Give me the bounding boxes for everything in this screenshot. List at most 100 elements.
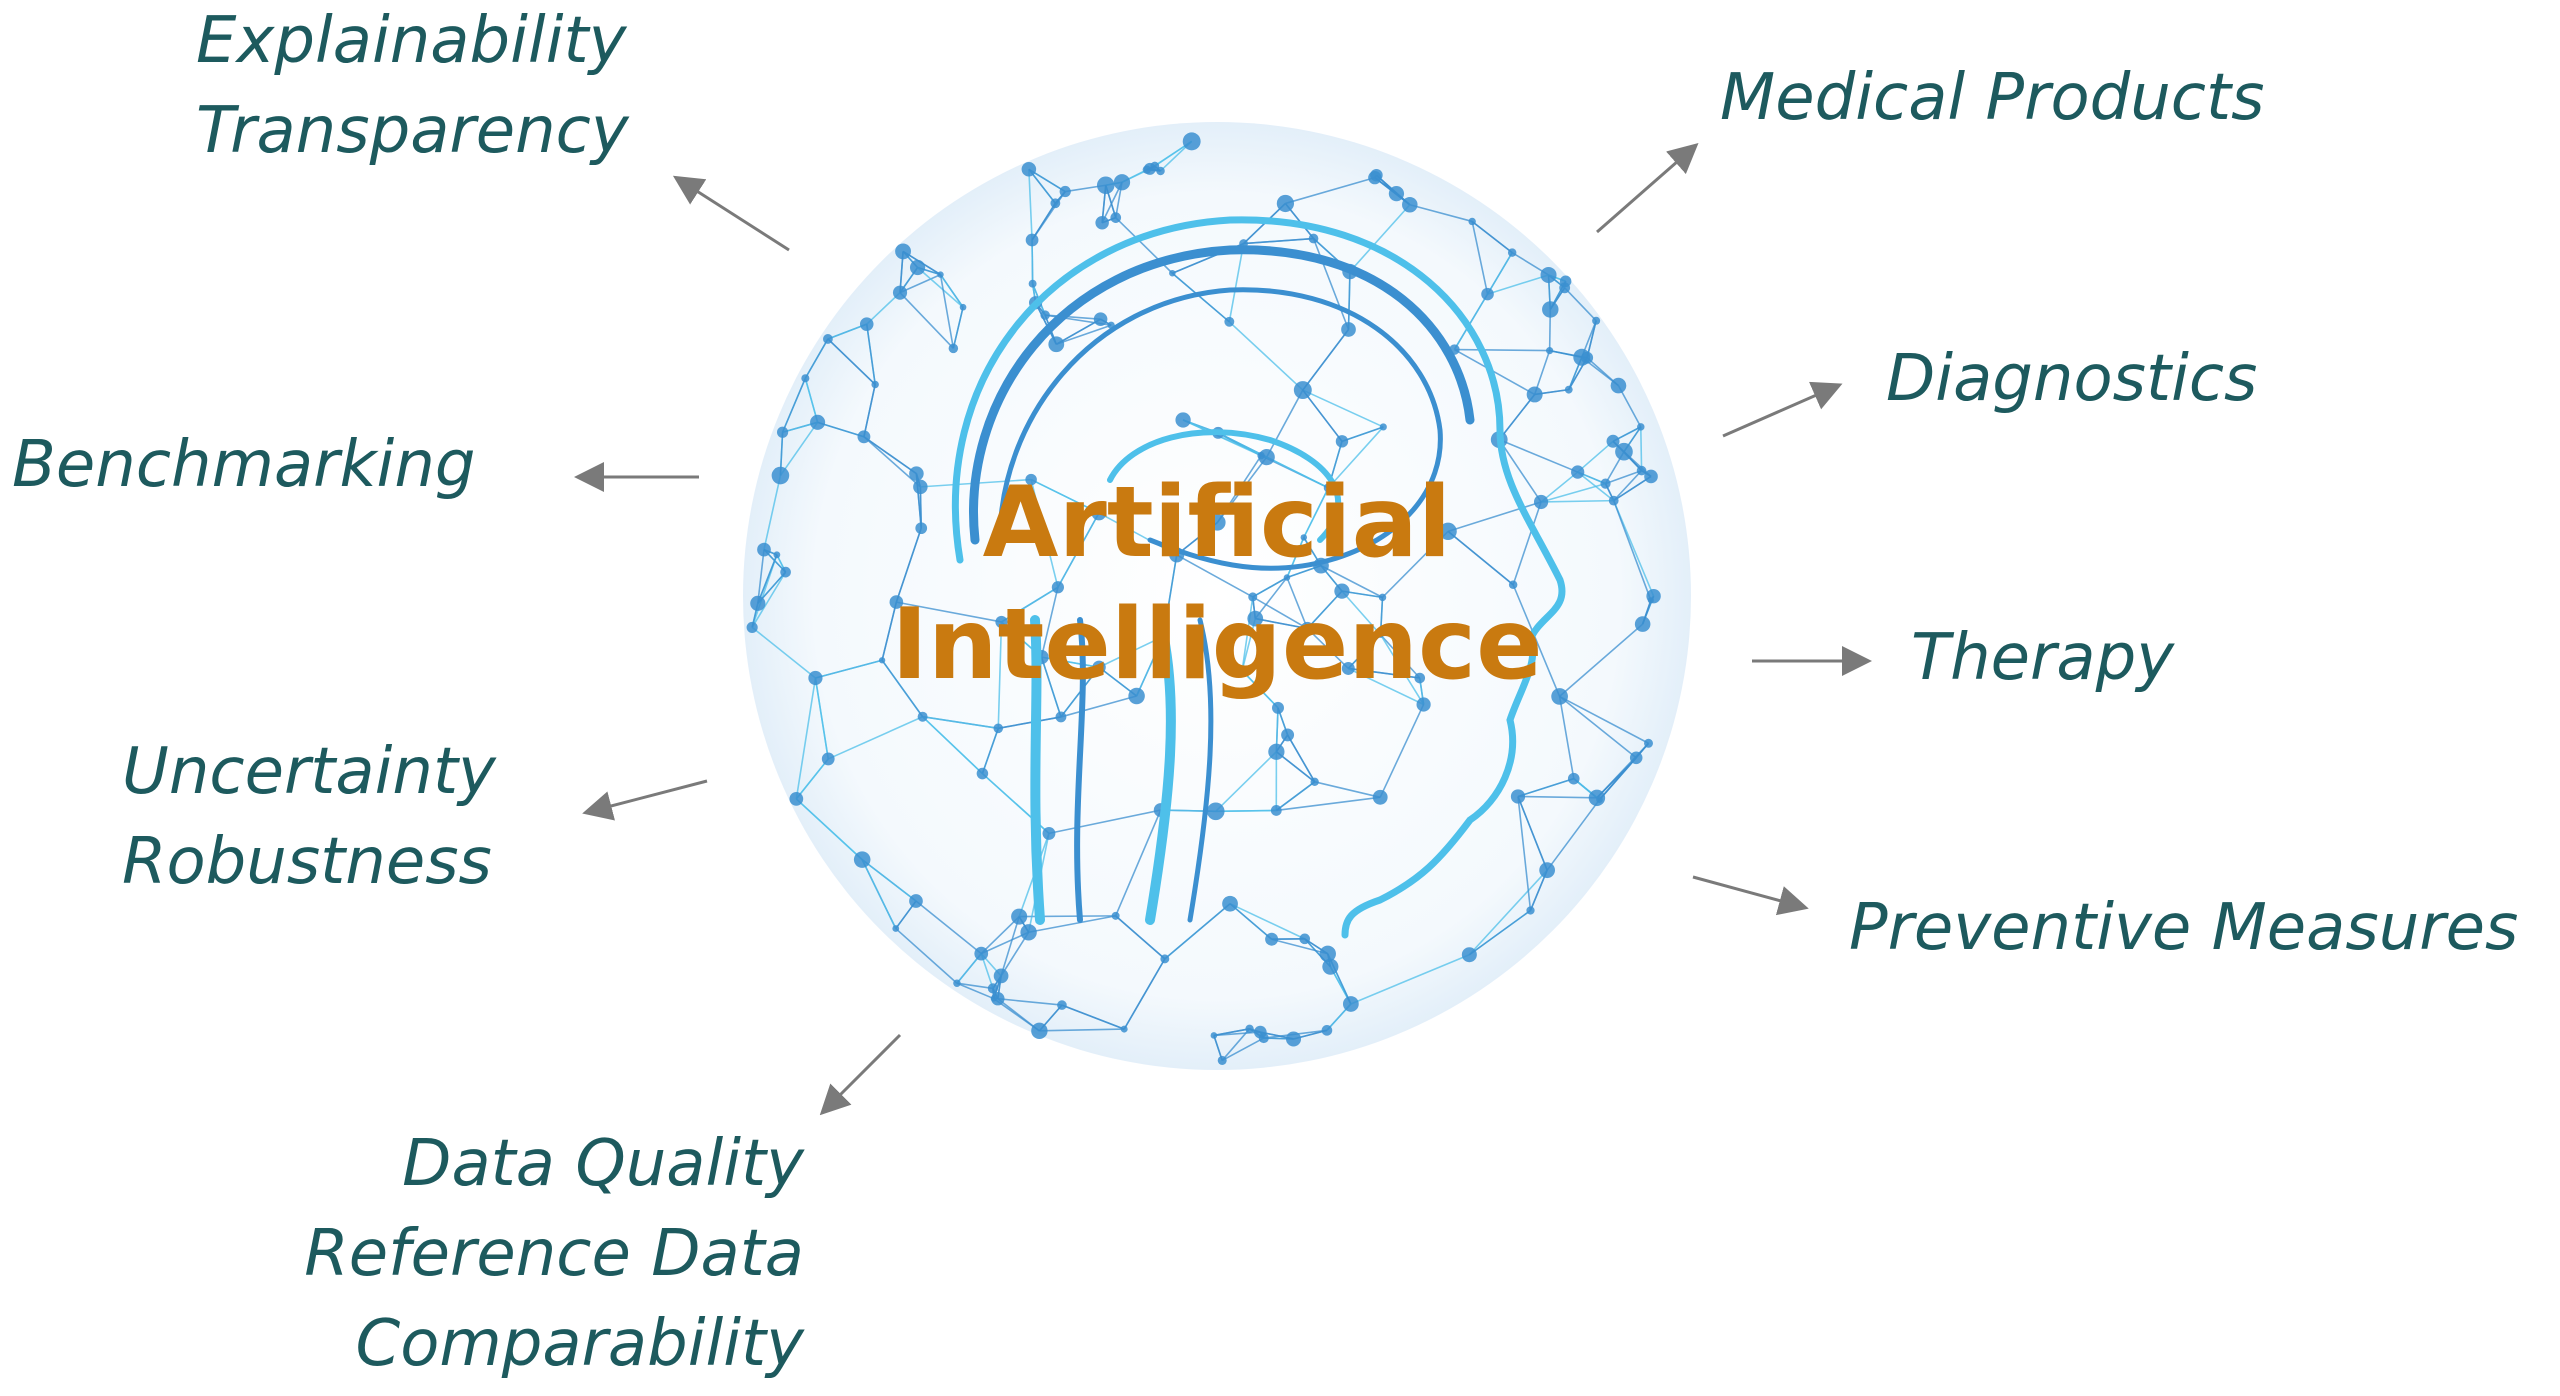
network-node — [1321, 1025, 1333, 1036]
network-node — [776, 426, 789, 438]
label-uncertainty: Uncertainty Robustness — [122, 727, 496, 907]
network-node — [1111, 911, 1120, 920]
network-node — [878, 657, 886, 664]
network-node — [1615, 442, 1633, 461]
network-node — [1542, 301, 1559, 318]
network-link — [1056, 324, 1112, 346]
network-link — [1123, 958, 1166, 1030]
network-link — [861, 858, 917, 902]
network-node — [857, 430, 871, 444]
arrow-medical-products — [1596, 143, 1699, 234]
network-link — [1302, 329, 1350, 391]
label-preventive-measures: Preventive Measures — [1849, 891, 2519, 965]
network-node — [1546, 347, 1554, 355]
network-link — [1486, 252, 1513, 295]
network-node — [976, 767, 989, 780]
network-link — [1314, 781, 1381, 799]
network-node — [1341, 662, 1355, 675]
network-link — [1559, 623, 1644, 698]
network-node — [1507, 248, 1517, 257]
network-link — [779, 421, 819, 476]
network-link — [1302, 389, 1343, 442]
network-node — [1150, 161, 1160, 171]
network-node — [1268, 743, 1285, 760]
network-node — [1644, 738, 1653, 748]
network-node — [1341, 322, 1356, 337]
network-link — [1586, 320, 1597, 358]
network-link — [1286, 577, 1309, 629]
network-link — [881, 601, 898, 661]
network-link — [1215, 809, 1277, 813]
network-link — [1546, 799, 1601, 871]
label-line: Transparency — [196, 94, 629, 168]
label-medical-products: Medical Products — [1720, 61, 2265, 135]
network-link — [1241, 669, 1279, 709]
network-node — [1021, 162, 1037, 177]
network-node — [750, 595, 766, 611]
network-node — [1540, 266, 1557, 283]
network-link — [922, 716, 983, 775]
network-link — [1164, 903, 1231, 960]
network-node — [801, 374, 810, 383]
network-node — [1258, 448, 1275, 466]
arrows — [574, 143, 1872, 1116]
network-link — [1454, 348, 1550, 352]
network-node — [1342, 996, 1359, 1012]
network-node — [1293, 381, 1312, 400]
network-link — [1468, 869, 1548, 956]
network-node — [1335, 435, 1349, 448]
network-node — [1636, 465, 1647, 476]
network-node — [810, 414, 826, 430]
network-link — [1409, 203, 1473, 223]
network-node — [1629, 751, 1643, 765]
arrow-preventive — [1692, 875, 1809, 916]
label-line: Robustness — [122, 825, 492, 899]
network-link — [1000, 931, 1030, 977]
label-line: Uncertainty — [122, 735, 496, 809]
network-node — [1600, 478, 1611, 489]
network-link — [939, 274, 964, 308]
network-link — [1216, 456, 1268, 523]
network-node — [823, 334, 833, 344]
network-link — [952, 307, 964, 349]
network-link — [1558, 696, 1575, 779]
network-node — [1025, 233, 1039, 247]
network-node — [953, 979, 961, 987]
network-node — [1372, 789, 1388, 805]
network-link — [1221, 1028, 1251, 1061]
network-link — [881, 659, 924, 718]
network-link — [795, 677, 817, 800]
network-node — [771, 466, 790, 485]
network-node — [1025, 473, 1037, 486]
network-node — [937, 271, 944, 278]
network-node — [1276, 194, 1295, 213]
network-node — [1217, 1055, 1227, 1065]
network-node — [1283, 574, 1291, 581]
network-link — [1512, 501, 1542, 586]
network-link — [1613, 475, 1652, 502]
network-link — [1327, 426, 1384, 489]
network-link — [1349, 204, 1411, 273]
label-benchmarking: Benchmarking — [12, 428, 476, 502]
network-link — [866, 292, 901, 325]
network-link — [1286, 537, 1305, 578]
network-link — [997, 621, 1003, 729]
network-node — [1160, 954, 1170, 964]
network-link — [1019, 915, 1116, 918]
network-node — [1370, 168, 1383, 182]
network-node — [1270, 805, 1282, 816]
network-node — [1573, 348, 1591, 366]
network-link — [1286, 734, 1316, 783]
network-node — [915, 522, 928, 535]
network-node — [1481, 287, 1494, 301]
network-link — [1030, 479, 1059, 588]
network-node — [895, 243, 911, 260]
network-link — [1347, 667, 1424, 706]
label-line: Explainability — [196, 4, 627, 78]
network-node — [1272, 701, 1284, 714]
network-link — [1468, 909, 1531, 956]
network-link — [1312, 238, 1350, 330]
network-node — [1222, 895, 1238, 912]
network-link — [1577, 440, 1614, 473]
